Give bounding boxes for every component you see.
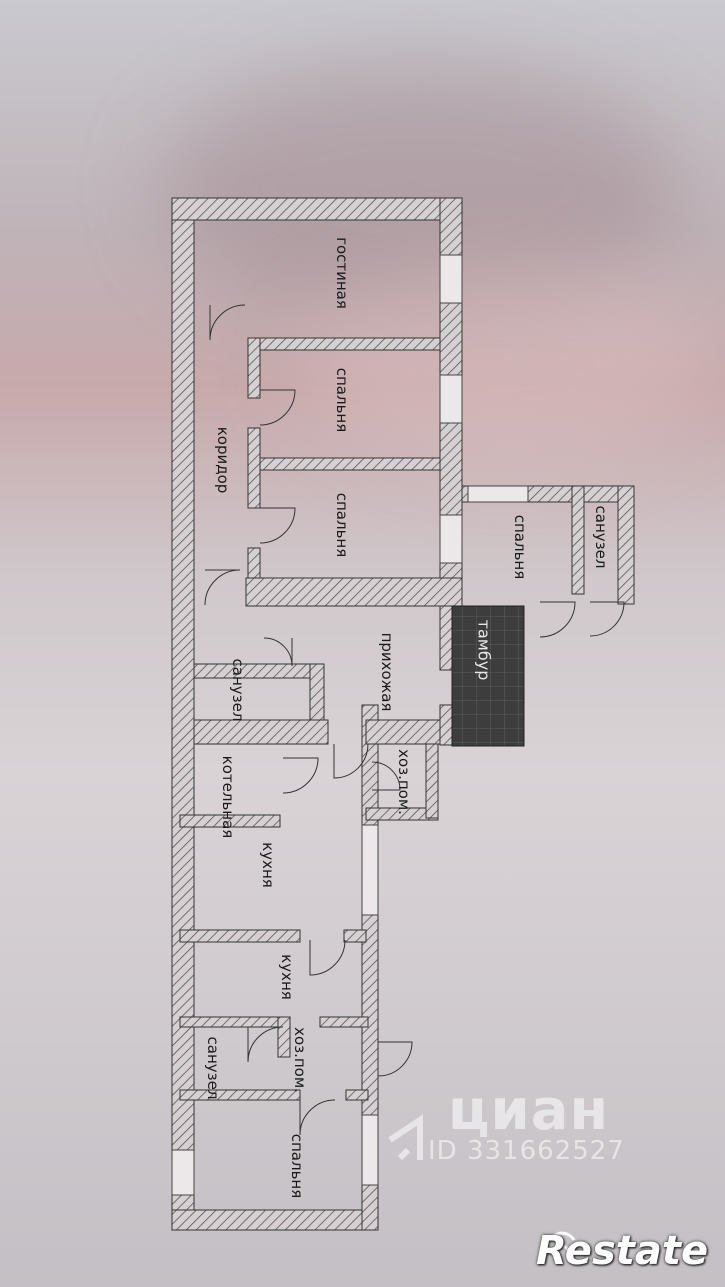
watermark-icon (388, 1114, 423, 1161)
door-swings (204, 304, 625, 1136)
room-label-prihozhaya: прихожая (378, 632, 396, 712)
room-label-koridor: коридор (214, 426, 232, 494)
room-label-hozpom-1: хоз.пом. (395, 749, 413, 815)
room-label-spalnya-3: спальня (511, 514, 529, 580)
room-label-kotelnaya: котельная (219, 755, 237, 839)
room-label-sanuzel-2: санузел (229, 658, 247, 722)
room-label-spalnya-1: спальня (333, 367, 351, 433)
interior-walls (179, 337, 585, 1101)
room-label-hozpom-2: хоз.пом. (291, 1027, 309, 1093)
watermark-logo-text: циан (448, 1078, 610, 1143)
room-label-sanuzel-1: санузел (592, 505, 610, 569)
room-label-kuhnya-2: кухня (278, 954, 296, 1000)
room-label-sanuzel-3: санузел (204, 1036, 222, 1100)
room-label-kuhnya-1: кухня (259, 842, 277, 888)
windows (171, 254, 529, 1196)
room-label-tambur: тамбур (474, 619, 494, 681)
brand-logo-text: Restate (536, 1228, 709, 1274)
room-label-gostinaya: гостиная (333, 237, 351, 309)
watermark-id-text: ID 331662527 (428, 1136, 625, 1166)
brand-icon (546, 1231, 576, 1256)
tambur-block (451, 605, 525, 747)
room-label-spalnya-4: спальня (288, 1133, 306, 1199)
room-label-spalnya-2: спальня (333, 492, 351, 558)
